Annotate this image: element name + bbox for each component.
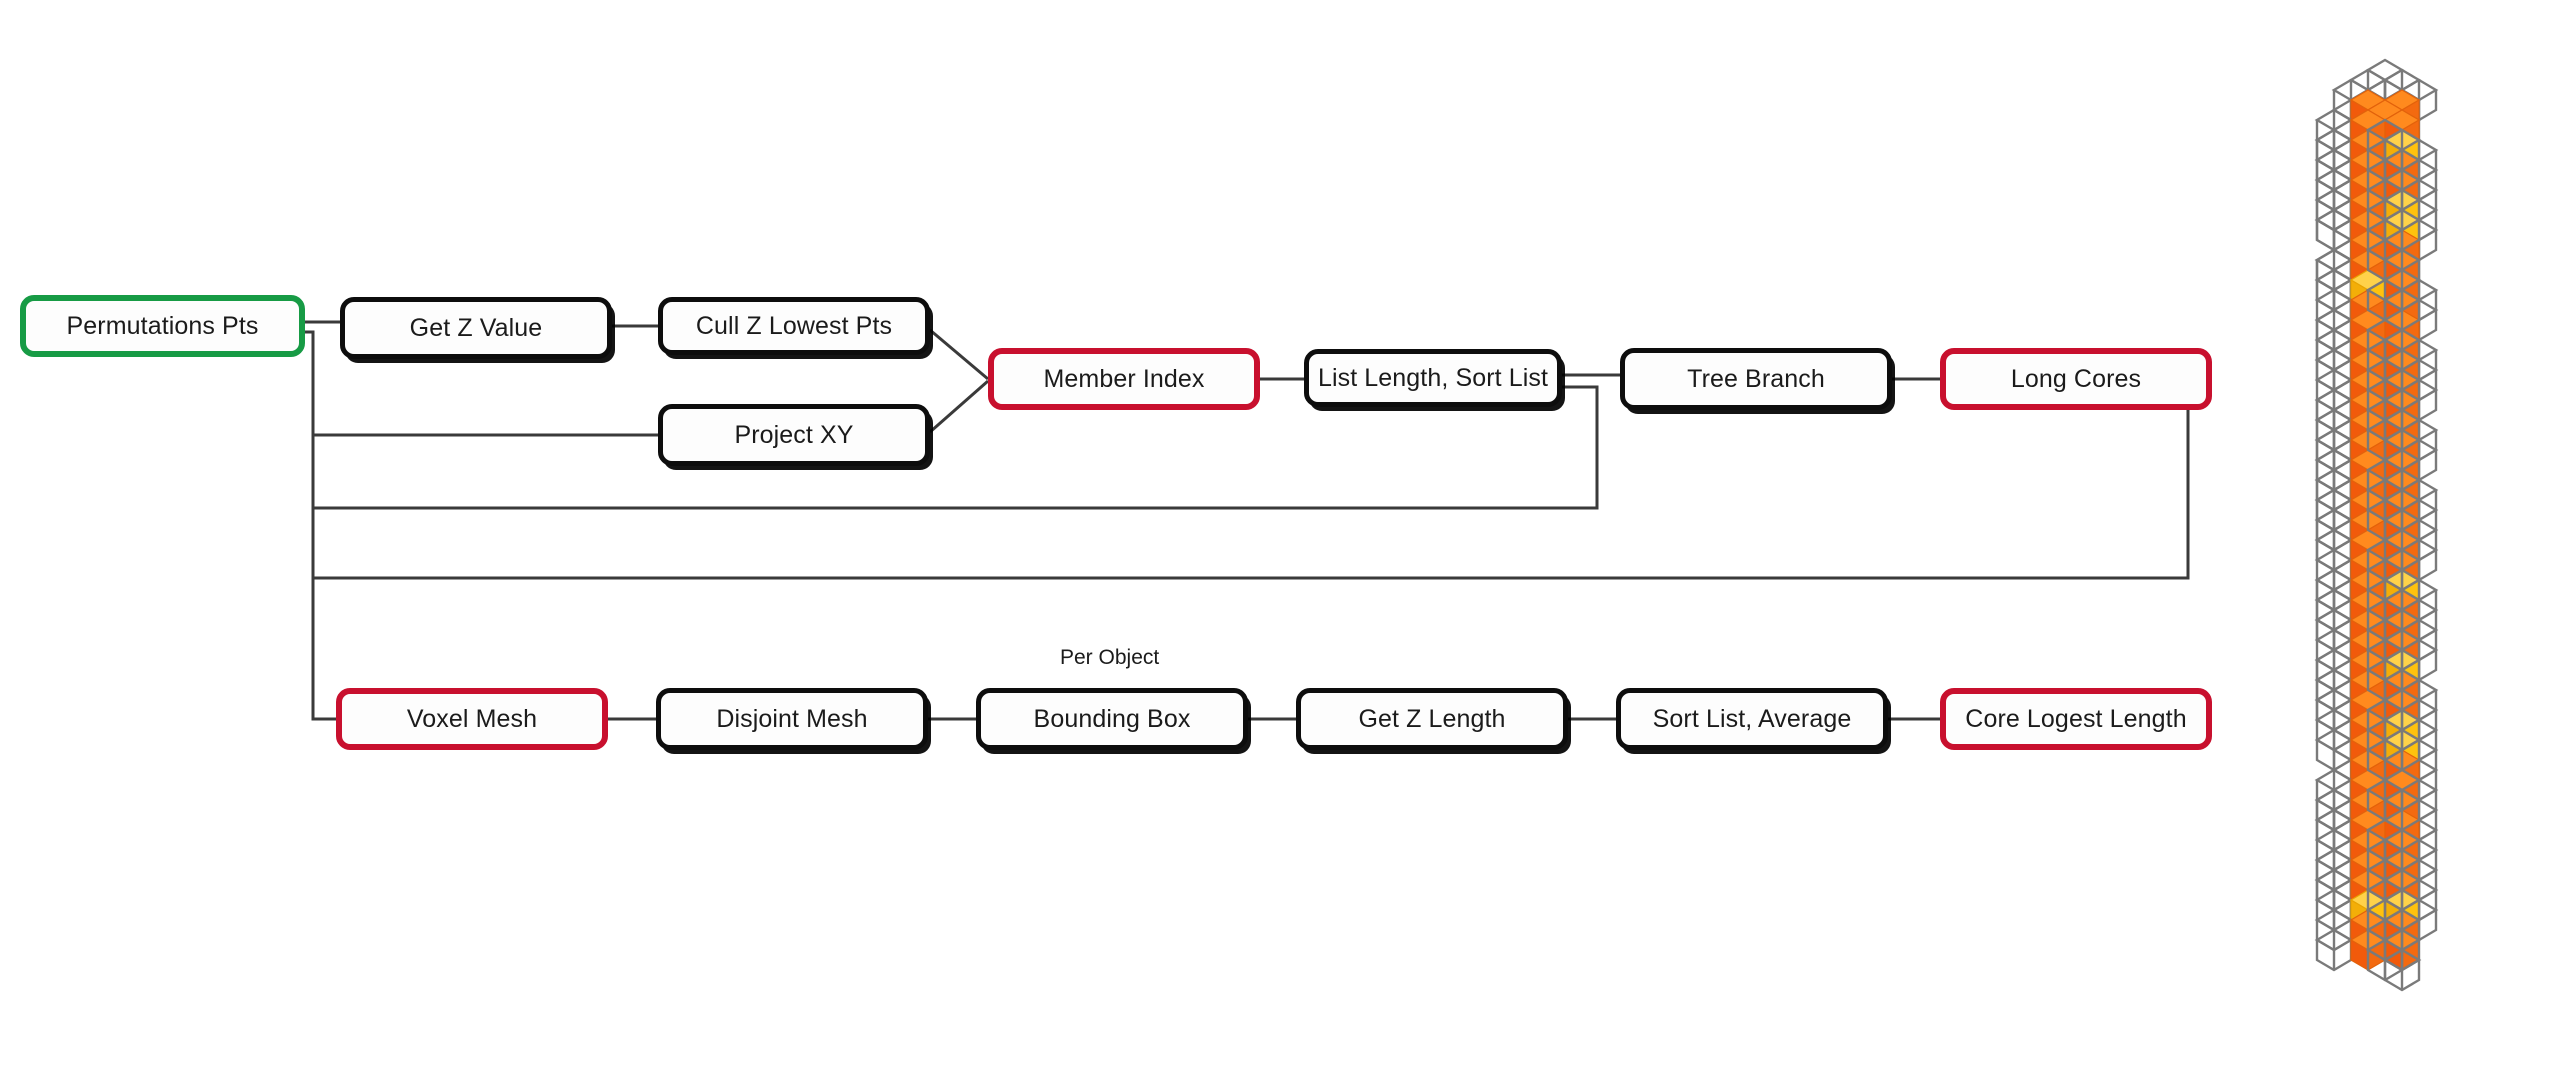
- node-label: Get Z Length: [1358, 704, 1506, 733]
- node-label: Project XY: [734, 420, 854, 449]
- node-tree-branch[interactable]: Tree Branch: [1620, 348, 1892, 410]
- node-long-cores[interactable]: Long Cores: [1940, 348, 2212, 410]
- node-label: Get Z Value: [409, 313, 543, 342]
- node-bounding-box[interactable]: Bounding Box: [976, 688, 1248, 750]
- node-get-z-value[interactable]: Get Z Value: [340, 297, 612, 359]
- node-label: Permutations Pts: [66, 311, 259, 340]
- node-label: Cull Z Lowest Pts: [695, 311, 893, 340]
- node-project-xy[interactable]: Project XY: [658, 404, 930, 466]
- wire-longcores-feedback: [313, 410, 2190, 580]
- node-label: Long Cores: [2010, 364, 2142, 393]
- node-member-index[interactable]: Member Index: [988, 348, 1260, 410]
- node-label: Member Index: [1043, 364, 1205, 393]
- node-label: Core Logest Length: [1965, 704, 2187, 733]
- node-label: Tree Branch: [1687, 364, 1825, 393]
- node-core-logest-length[interactable]: Core Logest Length: [1940, 688, 2212, 750]
- node-voxel-mesh[interactable]: Voxel Mesh: [336, 688, 608, 750]
- voxel-lattice: [2315, 58, 2438, 992]
- voxel-tower-render: [2315, 58, 2438, 992]
- node-label: Bounding Box: [1033, 704, 1191, 733]
- node-sort-list-average[interactable]: Sort List, Average: [1616, 688, 1888, 750]
- node-list-length-sort-list[interactable]: List Length, Sort List: [1304, 349, 1562, 407]
- node-label: List Length, Sort List: [1317, 363, 1549, 392]
- wire-trunk-to-voxelmesh: [311, 578, 336, 721]
- wire-permutations-trunk: [305, 330, 315, 578]
- node-cull-z-lowest-pts[interactable]: Cull Z Lowest Pts: [658, 297, 930, 355]
- node-disjoint-mesh[interactable]: Disjoint Mesh: [656, 688, 928, 750]
- caption-per-object: Per Object: [1060, 646, 1160, 669]
- node-label: Sort List, Average: [1652, 704, 1852, 733]
- node-permutations-pts[interactable]: Permutations Pts: [20, 295, 305, 357]
- node-label: Voxel Mesh: [406, 704, 538, 733]
- wire-cullz-to-memberindex: [929, 328, 989, 381]
- node-get-z-length[interactable]: Get Z Length: [1296, 688, 1568, 750]
- node-label: Disjoint Mesh: [716, 704, 868, 733]
- wire-projectxy-to-memberindex: [929, 379, 989, 434]
